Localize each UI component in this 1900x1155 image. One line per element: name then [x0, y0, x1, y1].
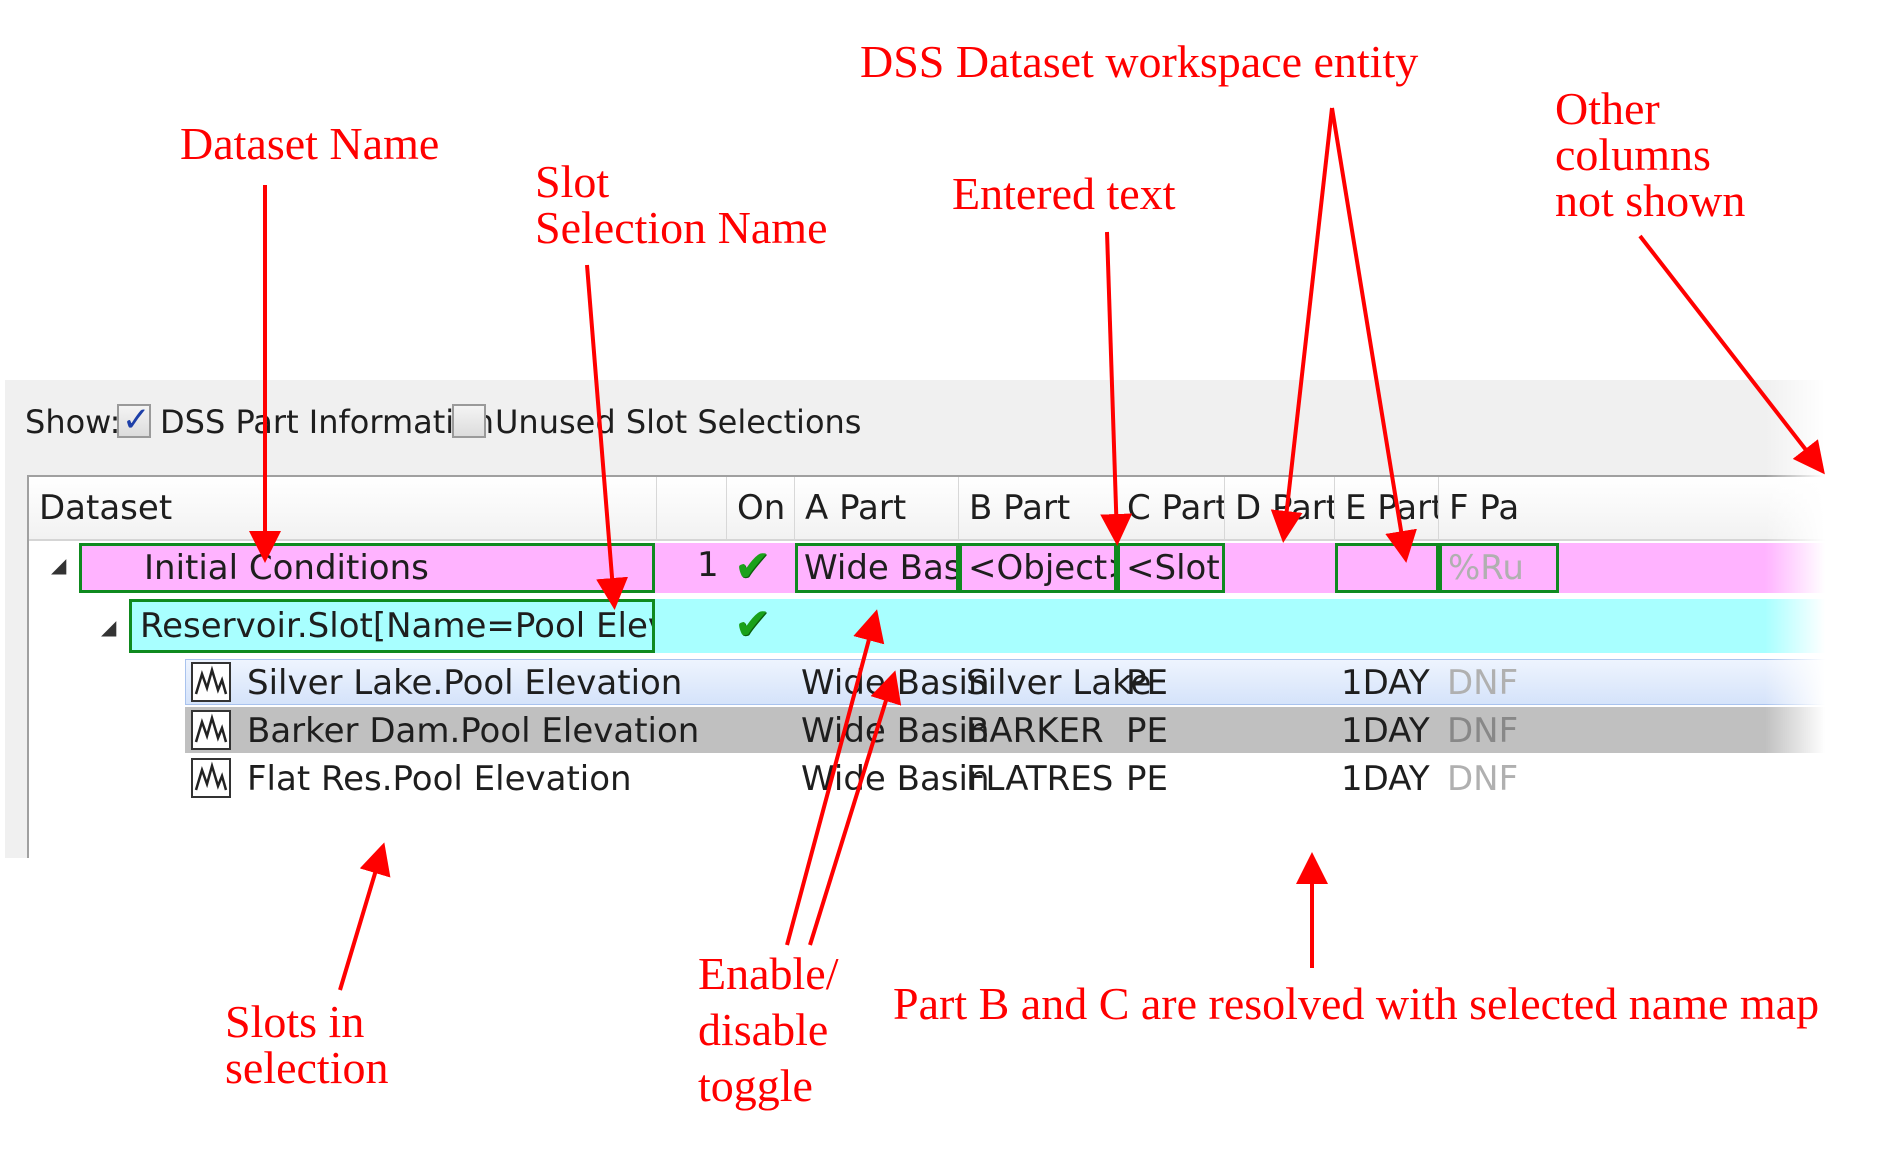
c-part-entry[interactable]: <Slot> [1117, 543, 1225, 593]
column-a-part[interactable]: A Part [795, 477, 959, 539]
column-blank [657, 477, 727, 539]
d-part-entry[interactable] [1225, 543, 1335, 593]
slot-a-part: Wide Basin [801, 759, 990, 799]
slot-b-part: FLATRES [966, 759, 1114, 799]
slot-row[interactable]: Flat Res.Pool Elevation Wide Basin FLATR… [29, 755, 1825, 801]
arrow-slots [338, 842, 391, 991]
tree-header: Dataset On A Part B Part C Part D Part E… [29, 477, 1825, 541]
slot-e-part: 1DAY [1341, 711, 1430, 751]
slot-c-part: PE [1126, 663, 1168, 703]
unused-slot-selections-label[interactable]: Unused Slot Selections [495, 403, 862, 441]
slot-c-part: PE [1126, 711, 1168, 751]
dss-part-info-label[interactable]: DSS Part Information [160, 403, 495, 441]
dataset-row[interactable]: ◢ Initial Conditions 1 ✔ Wide Basin <Obj… [29, 539, 1825, 597]
dataset-name-cell[interactable]: Initial Conditions [79, 543, 655, 593]
b-part-entry[interactable]: <Object> [959, 543, 1117, 593]
annotation-other-line3: not shown [1555, 175, 1746, 226]
annotation-toggle-line3: toggle [698, 1060, 813, 1111]
slot-b-part: BARKER [966, 711, 1104, 751]
slot-c-part: PE [1126, 759, 1168, 799]
annotation-other-line1: Other [1555, 83, 1660, 134]
expander-triangle-icon[interactable]: ◢ [101, 615, 117, 639]
annotation-slot-line1: Slot [535, 156, 610, 207]
check-icon[interactable]: ✔ [734, 599, 771, 650]
column-f-part[interactable]: F Pa [1449, 488, 1520, 528]
column-on[interactable]: On [727, 477, 795, 539]
slot-name: Flat Res.Pool Elevation [247, 759, 632, 799]
slot-row[interactable]: Barker Dam.Pool Elevation Wide Basin BAR… [29, 707, 1825, 753]
annotation-toggle-line1: Enable/ [698, 948, 839, 999]
annotation-slots-line1: Slots in [225, 996, 365, 1047]
show-label: Show: [25, 403, 121, 441]
slot-f-part: DNF [1447, 711, 1519, 751]
slot-name: Barker Dam.Pool Elevation [247, 711, 700, 751]
column-d-part[interactable]: D Part [1225, 477, 1335, 539]
column-b-part[interactable]: B Part [959, 477, 1117, 539]
slot-row[interactable]: Silver Lake.Pool Elevation Wide Basin Si… [29, 659, 1825, 705]
dataset-window: Show: ✓ DSS Part Information Unused Slot… [5, 380, 1825, 858]
a-part-entry[interactable]: Wide Basin [795, 543, 959, 593]
check-icon[interactable]: ✔ [734, 541, 771, 592]
slot-b-part: Silver Lake [966, 663, 1152, 703]
slot-selection-name-cell[interactable]: Reservoir.Slot[Name=Pool Elevation] [129, 599, 655, 653]
slot-f-part: DNF [1447, 663, 1519, 703]
slot-e-part: 1DAY [1341, 663, 1430, 703]
annotation-resolved: Part B and C are resolved with selected … [893, 978, 1820, 1029]
slot-a-part: Wide Basin [801, 711, 990, 751]
dataset-tree: Dataset On A Part B Part C Part D Part E… [27, 475, 1825, 858]
e-part-entry[interactable] [1335, 543, 1439, 593]
annotation-other-line2: columns [1555, 129, 1711, 180]
dss-part-info-checkbox[interactable]: ✓ [117, 400, 151, 440]
slot-graph-icon [191, 662, 231, 702]
slot-selection-row[interactable]: ◢ Reservoir.Slot[Name=Pool Elevation] ✔ [29, 599, 1825, 657]
slot-f-part: DNF [1447, 759, 1519, 799]
show-bar: Show: ✓ DSS Part Information Unused Slot… [5, 380, 1825, 460]
slot-e-part: 1DAY [1341, 759, 1430, 799]
slot-row-hover-bg [185, 707, 1825, 753]
annotation-toggle-line2: disable [698, 1004, 829, 1055]
annotation-entered-text: Entered text [952, 168, 1176, 219]
dataset-count: 1 [697, 545, 719, 585]
slot-graph-icon [191, 710, 231, 750]
expander-triangle-icon[interactable]: ◢ [51, 553, 67, 577]
column-e-part[interactable]: E Part [1335, 477, 1439, 539]
annotation-dss-entity: DSS Dataset workspace entity [860, 36, 1419, 87]
f-part-entry[interactable]: %Ru [1439, 543, 1559, 593]
column-c-part[interactable]: C Part [1117, 477, 1225, 539]
slot-a-part: Wide Basin [801, 663, 990, 703]
slot-name: Silver Lake.Pool Elevation [247, 663, 683, 703]
checkbox-check-icon: ✓ [122, 400, 151, 440]
unused-slot-selections-checkbox[interactable] [452, 404, 486, 438]
annotation-slot-line2: Selection Name [535, 202, 828, 253]
slot-row-selected-bg [185, 659, 1825, 705]
column-dataset[interactable]: Dataset [29, 477, 657, 539]
annotation-dataset-name: Dataset Name [180, 118, 440, 169]
slot-graph-icon [191, 758, 231, 798]
annotation-slots-line2: selection [225, 1042, 389, 1093]
